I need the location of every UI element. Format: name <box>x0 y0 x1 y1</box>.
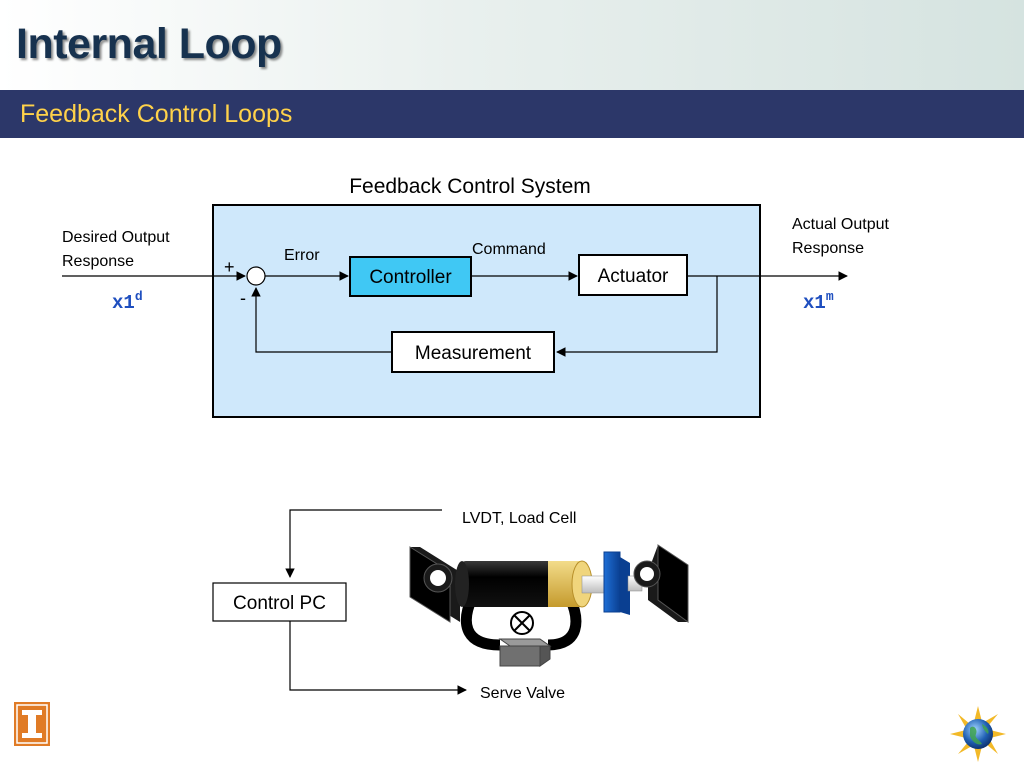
actuator-label: Actuator <box>598 266 669 287</box>
slide-title: Internal Loop <box>16 20 282 68</box>
input-variable-sup: d <box>135 289 143 304</box>
output-variable-sup: m <box>826 289 834 304</box>
system-title: Feedback Control System <box>349 175 591 198</box>
valve-symbol-x2 <box>513 614 531 632</box>
output-label-line1: Actual Output <box>792 216 890 233</box>
input-variable-base: x1 <box>112 292 135 314</box>
cylinder-left-cap <box>455 561 469 607</box>
plus-sign: + <box>224 257 235 277</box>
measurement-label: Measurement <box>415 343 532 364</box>
slide-header: Internal Loop <box>0 0 1024 90</box>
valve-line <box>289 621 467 695</box>
servo-valve-top <box>498 638 552 647</box>
control-pc-block <box>212 582 347 622</box>
feedback-to-junction <box>251 287 392 353</box>
minus-sign: - <box>240 288 246 308</box>
summing-junction <box>246 266 266 286</box>
input-label-line2: Response <box>62 253 134 270</box>
piston-rod <box>581 575 605 594</box>
right-pin-inner <box>640 567 654 581</box>
error-label: Error <box>284 247 320 264</box>
sensor-label: LVDT, Load Cell <box>462 510 576 527</box>
left-pin-inner <box>430 570 446 586</box>
feedback-to-measurement <box>556 276 718 357</box>
input-label-line1: Desired Output <box>62 229 170 246</box>
output-variable: x1m <box>803 289 834 314</box>
globe-icon <box>950 706 1006 762</box>
control-pc-label: Control PC <box>233 593 326 614</box>
subtitle-bar: Feedback Control Loops <box>0 90 1024 138</box>
cylinder-body <box>460 561 560 607</box>
command-label: Command <box>472 241 546 258</box>
slide-subtitle: Feedback Control Loops <box>20 100 293 128</box>
servo-valve-side <box>539 645 551 667</box>
input-variable: x1d <box>112 289 143 314</box>
controller-label: Controller <box>369 267 452 288</box>
load-cell-front <box>603 551 621 613</box>
actuator-illustration <box>409 544 689 667</box>
servo-valve-front <box>499 645 541 667</box>
valve-label: Serve Valve <box>480 685 565 702</box>
university-logo <box>14 702 50 746</box>
load-cell-side <box>620 557 630 615</box>
system-box <box>212 204 761 418</box>
actuator-block <box>578 254 688 296</box>
sensor-line <box>285 509 442 578</box>
output-label-line2: Response <box>792 240 864 257</box>
output-variable-base: x1 <box>803 292 826 314</box>
